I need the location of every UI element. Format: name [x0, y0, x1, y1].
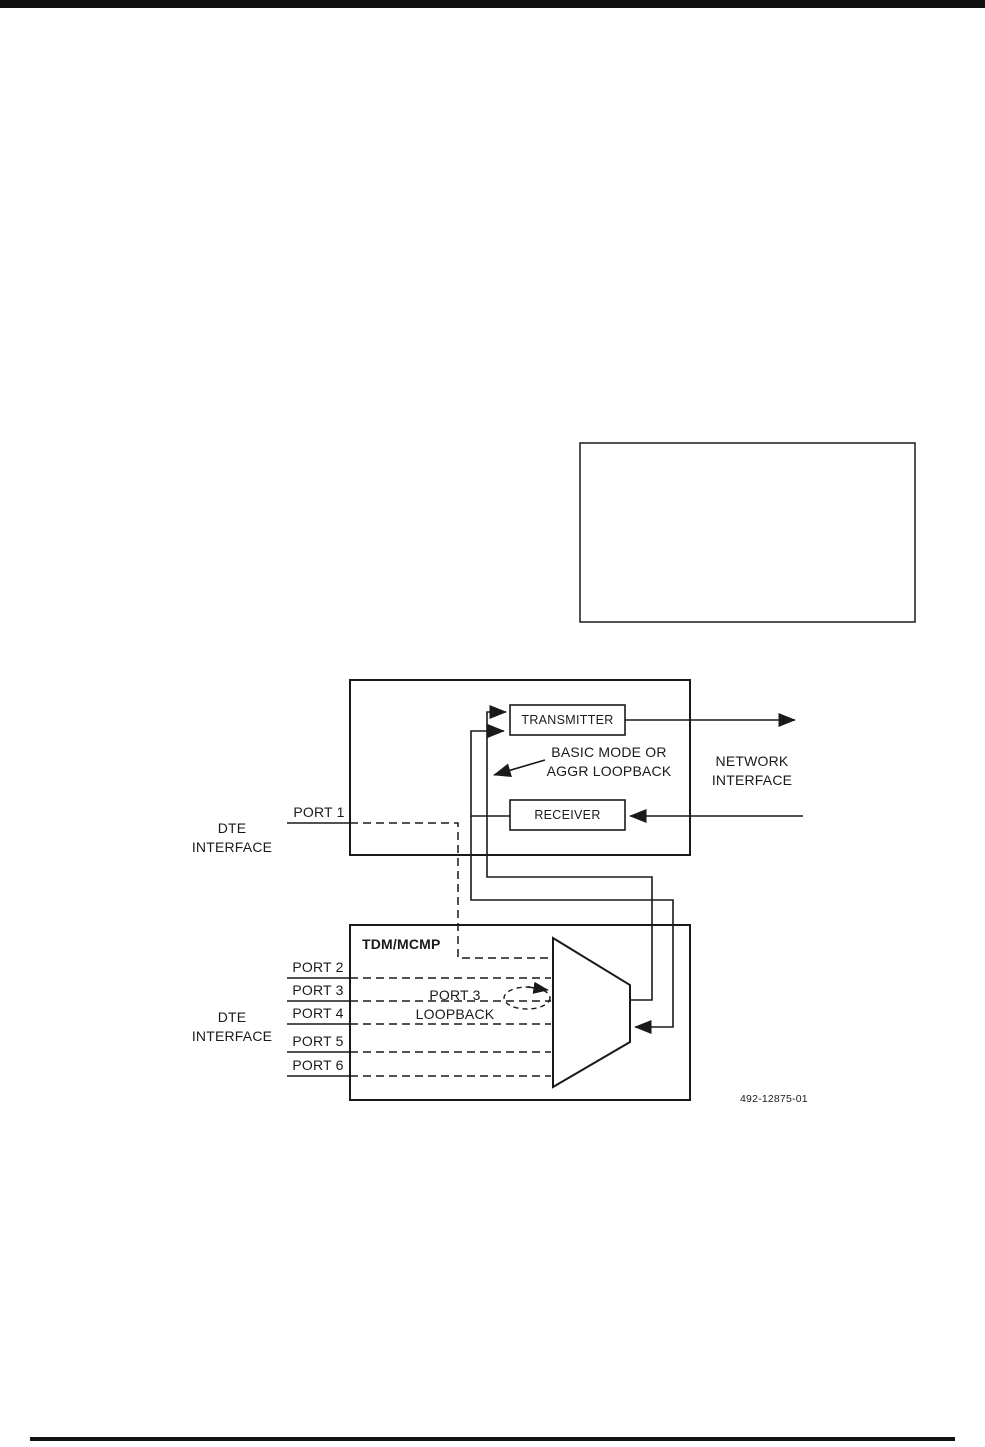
port-label-underlines	[287, 822, 350, 1077]
dte-interface-top-label-line1: DTE	[218, 820, 247, 836]
dte-interface-top-label-line2: INTERFACE	[192, 839, 272, 855]
port5-label: PORT 5	[292, 1033, 343, 1049]
receiver-box	[509, 799, 626, 831]
basic-mode-label-line2: AGGR LOOPBACK	[547, 763, 672, 779]
port3-loopback-arrow	[527, 981, 549, 994]
dte-interface-bottom-label-line2: INTERFACE	[192, 1028, 272, 1044]
bottom-rule	[30, 1437, 955, 1441]
signal-lines	[470, 704, 803, 1035]
port3-loopback-label-line1: PORT 3	[429, 987, 480, 1003]
port1-label: PORT 1	[293, 804, 344, 820]
receiver-to-mux-line	[470, 816, 674, 1035]
port3-label: PORT 3	[292, 982, 343, 998]
port6-label: PORT 6	[292, 1057, 343, 1073]
receiver-label: RECEIVER	[534, 808, 600, 822]
port4-label: PORT 4	[292, 1005, 343, 1021]
port3-loopback-oval	[503, 986, 551, 1010]
mux-to-transmitter-line	[486, 704, 653, 1001]
transmitter-label: TRANSMITTER	[521, 713, 613, 727]
aggregate-unit-box	[349, 679, 691, 856]
network-interface-label-line2: INTERFACE	[712, 772, 792, 788]
loopback-callout-arrow	[493, 759, 546, 778]
transmitter-box	[509, 704, 626, 736]
port1-dashed-line	[350, 822, 551, 959]
port2-label: PORT 2	[292, 959, 343, 975]
network-interface-label-line1: NETWORK	[716, 753, 789, 769]
basic-mode-label-line1: BASIC MODE OR	[551, 744, 666, 760]
tdm-mcmp-title: TDM/MCMP	[362, 936, 441, 952]
empty-note-box	[579, 442, 916, 623]
dte-interface-bottom-label-line1: DTE	[218, 1009, 247, 1025]
receiver-loopback-line	[470, 723, 510, 817]
figure-number: 492-12875-01	[740, 1093, 808, 1105]
port3-loopback-label-line2: LOOPBACK	[416, 1006, 495, 1022]
port-dashed-lines	[350, 822, 551, 1077]
mux-trapezoid	[552, 936, 631, 1089]
top-rule	[0, 0, 985, 8]
tdm-mcmp-box	[349, 924, 691, 1101]
